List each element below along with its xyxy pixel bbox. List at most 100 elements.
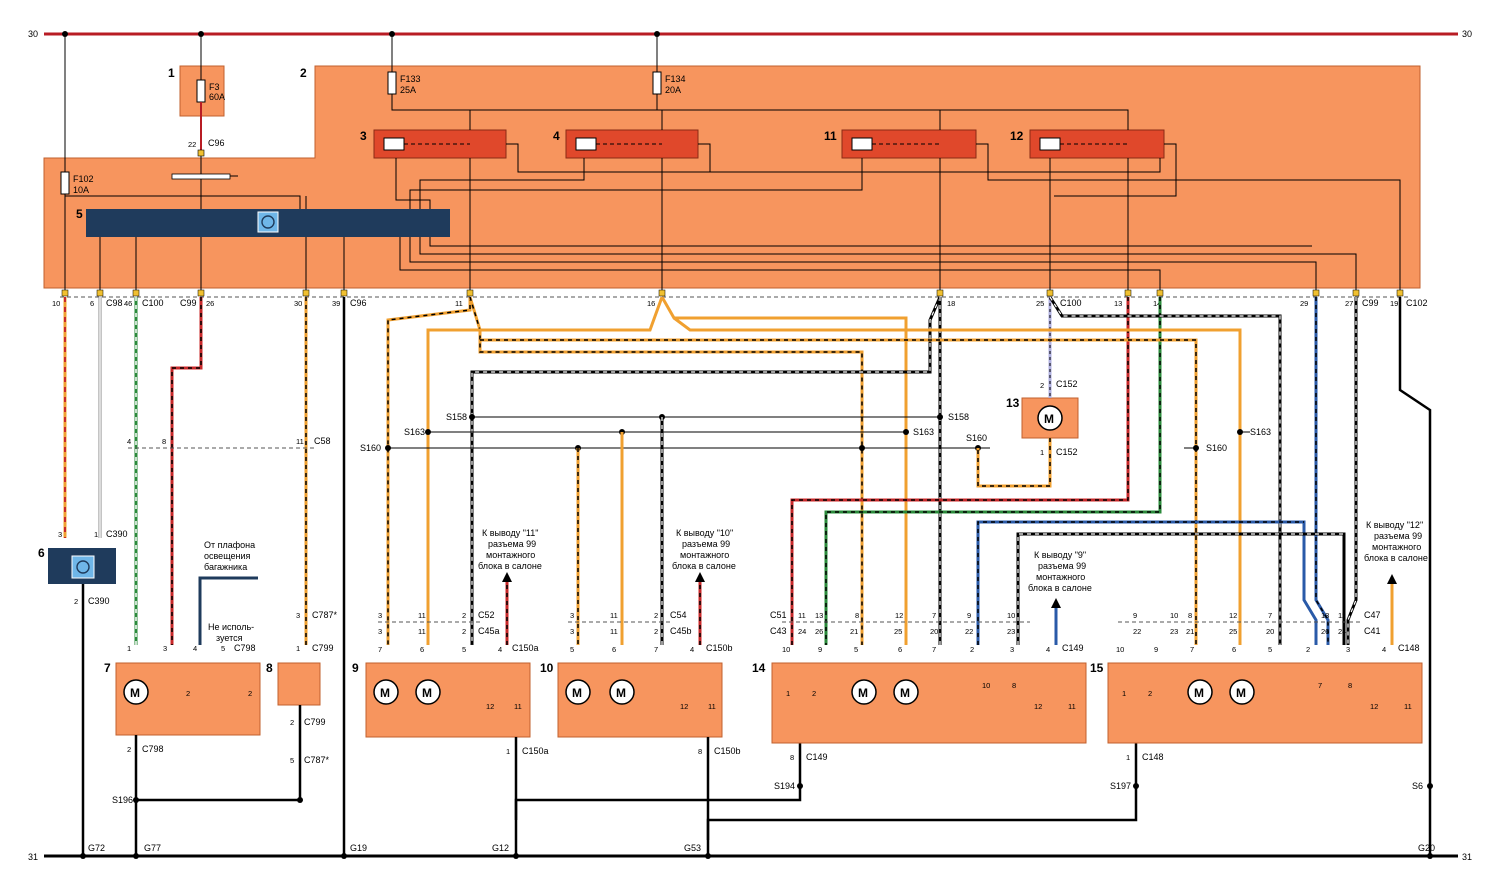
fuse-f134-rating: 20A: [665, 85, 681, 95]
svg-text:7: 7: [932, 611, 936, 620]
component-2-label: 2: [300, 66, 307, 80]
svg-text:6: 6: [420, 645, 424, 654]
svg-text:разъема 99: разъема 99: [1374, 531, 1422, 541]
svg-text:12: 12: [1370, 702, 1378, 711]
svg-text:30: 30: [294, 299, 302, 308]
svg-text:монтажного: монтажного: [486, 550, 535, 560]
svg-text:2: 2: [654, 627, 658, 636]
fuse-f3-name: F3: [209, 82, 220, 92]
svg-text:13: 13: [1114, 299, 1122, 308]
svg-text:5: 5: [570, 645, 574, 654]
svg-text:К выводу "9": К выводу "9": [1034, 550, 1086, 560]
component-14-label: 14: [752, 661, 766, 675]
svg-text:12: 12: [1034, 702, 1042, 711]
component-8-label: 8: [266, 661, 273, 675]
fuse-f133-name: F133: [400, 74, 421, 84]
svg-text:блока в салоне: блока в салоне: [478, 561, 542, 571]
svg-text:26: 26: [815, 627, 823, 636]
svg-text:12: 12: [486, 702, 494, 711]
svg-text:7: 7: [1268, 611, 1272, 620]
svg-text:6: 6: [898, 645, 902, 654]
svg-text:C43: C43: [770, 626, 787, 636]
svg-text:C99: C99: [1362, 298, 1379, 308]
svg-text:21: 21: [850, 627, 858, 636]
svg-text:3: 3: [1346, 645, 1350, 654]
svg-text:2: 2: [186, 689, 190, 698]
svg-text:C149: C149: [1062, 643, 1084, 653]
svg-text:S163: S163: [1250, 427, 1271, 437]
svg-text:4: 4: [498, 645, 502, 654]
svg-text:C45b: C45b: [670, 626, 692, 636]
svg-text:11: 11: [1404, 702, 1412, 711]
svg-text:8: 8: [1012, 681, 1016, 690]
svg-text:2: 2: [970, 645, 974, 654]
svg-text:C150b: C150b: [706, 643, 733, 653]
svg-text:2: 2: [1148, 689, 1152, 698]
svg-text:M: M: [130, 686, 140, 700]
svg-text:4: 4: [193, 644, 197, 653]
svg-text:2: 2: [462, 611, 466, 620]
svg-text:26: 26: [1321, 627, 1329, 636]
svg-text:8: 8: [698, 747, 702, 756]
svg-text:3: 3: [58, 530, 62, 539]
svg-text:18: 18: [947, 299, 955, 308]
svg-text:7: 7: [1190, 645, 1194, 654]
svg-text:C150b: C150b: [714, 746, 741, 756]
svg-text:11: 11: [455, 299, 463, 308]
svg-text:C152: C152: [1056, 379, 1078, 389]
svg-text:5: 5: [290, 756, 294, 765]
fuse-f3-rating: 60A: [209, 92, 225, 102]
svg-text:1: 1: [296, 644, 300, 653]
svg-text:7: 7: [378, 645, 382, 654]
svg-text:12: 12: [895, 611, 903, 620]
svg-text:39: 39: [332, 299, 340, 308]
fuse-f102-name: F102: [73, 174, 94, 184]
mounting-block: [43, 65, 1421, 289]
svg-text:блока в салоне: блока в салоне: [1028, 583, 1092, 593]
svg-text:C51: C51: [770, 610, 787, 620]
svg-text:9: 9: [1154, 645, 1158, 654]
svg-text:3: 3: [1010, 645, 1014, 654]
svg-text:C58: C58: [314, 436, 331, 446]
svg-text:9: 9: [967, 611, 971, 620]
svg-text:11: 11: [610, 611, 618, 620]
component-1-label: 1: [168, 66, 175, 80]
svg-text:1: 1: [1122, 689, 1126, 698]
svg-text:10: 10: [1116, 645, 1124, 654]
svg-text:C148: C148: [1398, 643, 1420, 653]
svg-text:M: M: [572, 686, 582, 700]
svg-text:M: M: [422, 686, 432, 700]
rail-31-left-label: 31: [28, 852, 38, 862]
pin-22: 22: [188, 140, 196, 149]
svg-text:C152: C152: [1056, 447, 1078, 457]
svg-text:11: 11: [1068, 702, 1076, 711]
svg-text:4: 4: [1382, 645, 1386, 654]
svg-text:2: 2: [290, 718, 294, 727]
svg-text:23: 23: [1007, 627, 1015, 636]
svg-text:5: 5: [462, 645, 466, 654]
svg-text:2: 2: [462, 627, 466, 636]
svg-text:1: 1: [506, 747, 510, 756]
svg-text:22: 22: [1133, 627, 1141, 636]
svg-text:20: 20: [930, 627, 938, 636]
svg-text:11: 11: [296, 437, 304, 446]
fuse-f133: [387, 71, 397, 95]
svg-text:2: 2: [248, 689, 252, 698]
svg-text:3: 3: [570, 611, 574, 620]
svg-text:C149: C149: [806, 752, 828, 762]
svg-text:C100: C100: [1060, 298, 1082, 308]
ground-g12: G12: [492, 843, 509, 853]
svg-text:разъема 99: разъема 99: [488, 539, 536, 549]
svg-text:C99: C99: [180, 298, 197, 308]
svg-text:C96: C96: [350, 298, 367, 308]
switch-8: [277, 662, 321, 706]
svg-text:багажника: багажника: [204, 562, 247, 572]
svg-text:20: 20: [1266, 627, 1274, 636]
svg-text:C390: C390: [88, 596, 110, 606]
rail-30-left-label: 30: [28, 29, 38, 39]
svg-text:S158: S158: [446, 412, 467, 422]
svg-text:5: 5: [854, 645, 858, 654]
svg-text:C787*: C787*: [312, 610, 338, 620]
relay-12-label: 12: [1010, 129, 1024, 143]
